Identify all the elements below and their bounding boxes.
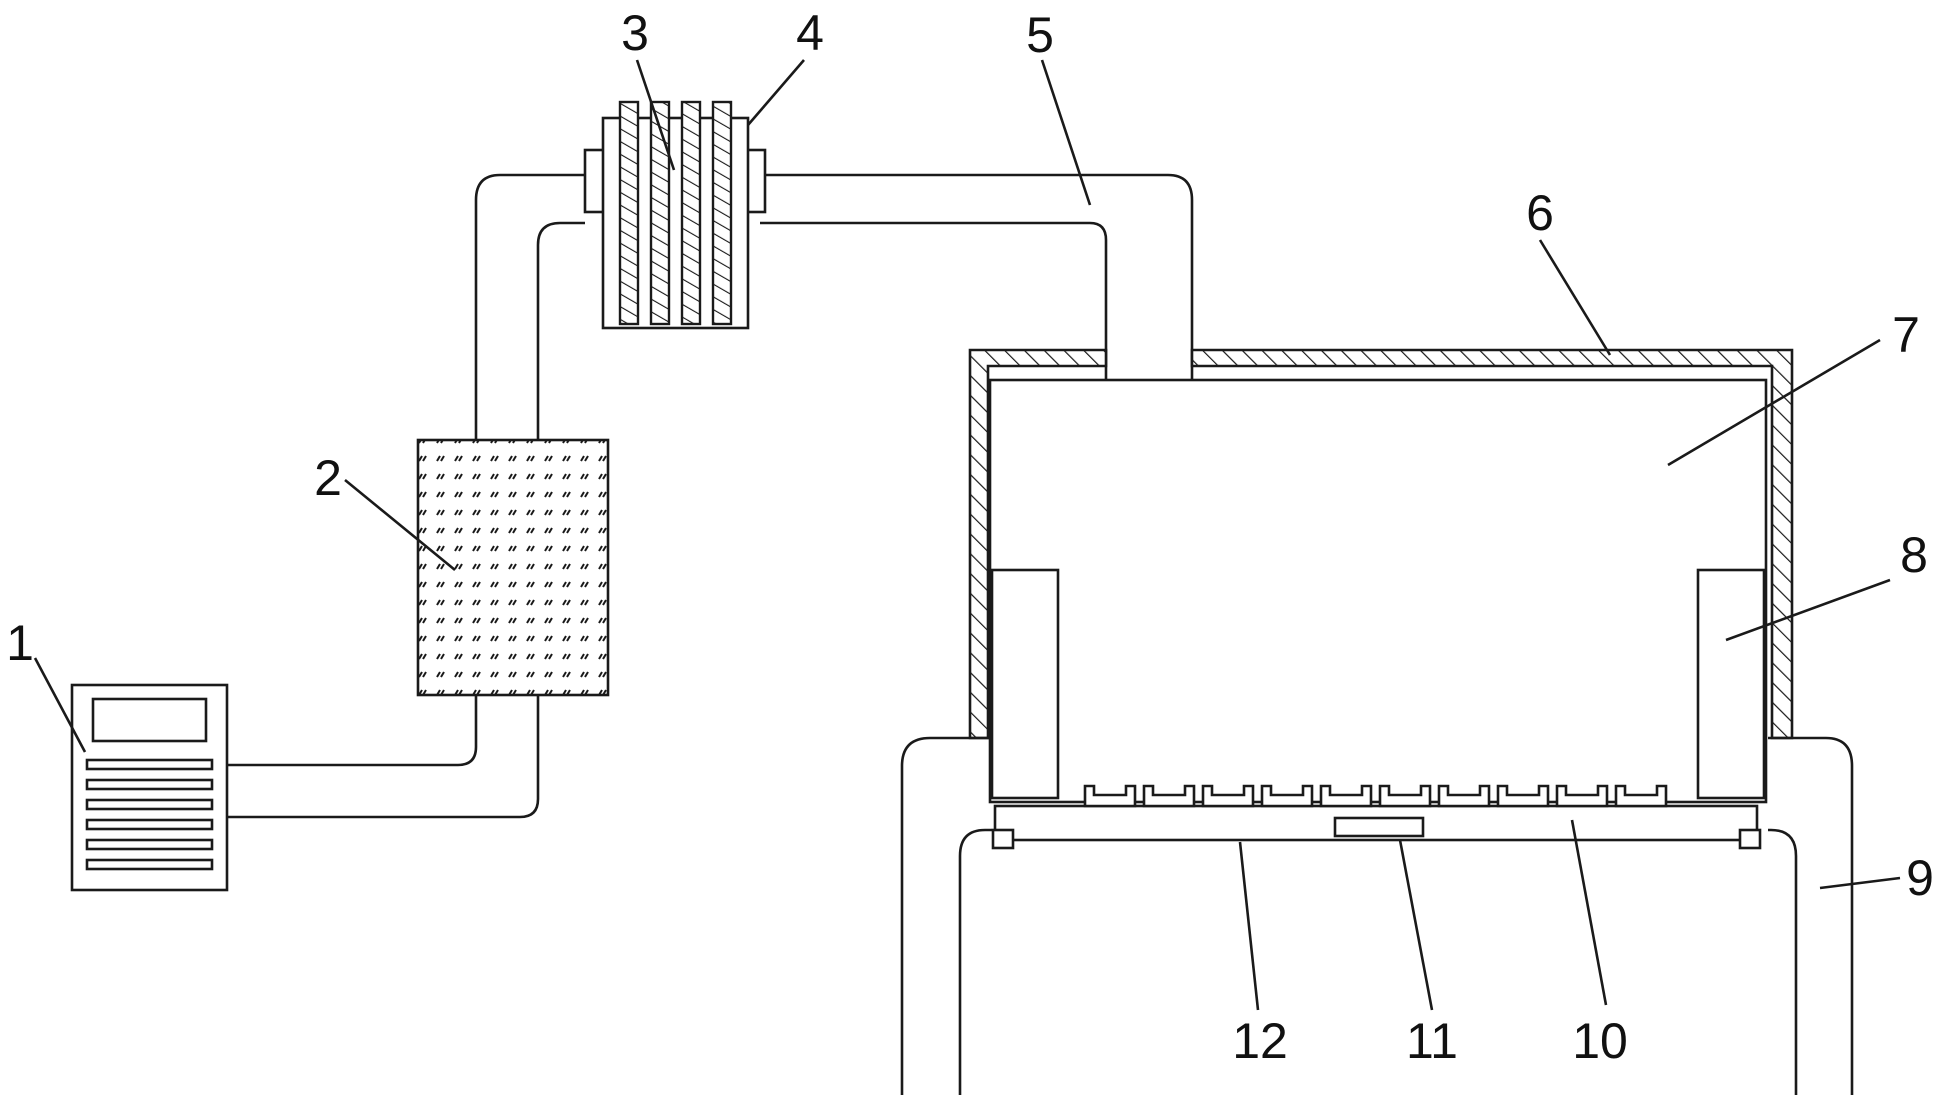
tray <box>1437 784 1491 808</box>
label-4: 4 <box>796 5 824 61</box>
small-plate <box>1333 816 1425 838</box>
tray <box>1319 784 1373 808</box>
tray <box>1260 784 1314 808</box>
tray <box>1555 784 1609 808</box>
number-labels: 1 2 3 4 5 6 7 8 9 10 11 12 <box>6 5 1934 1069</box>
inner-chamber <box>988 378 1768 804</box>
label-6: 6 <box>1526 185 1554 241</box>
tray <box>1142 784 1196 808</box>
label-12: 12 <box>1232 1013 1288 1069</box>
side-block-left <box>990 568 1060 800</box>
label-2: 2 <box>314 450 342 506</box>
filter-housing <box>583 100 767 330</box>
label-5: 5 <box>1026 7 1054 63</box>
dotted-box <box>416 438 610 697</box>
control-box <box>70 683 229 892</box>
leader-lines <box>33 59 1901 1011</box>
support-legs <box>900 736 1854 1095</box>
label-1: 1 <box>6 615 34 671</box>
pipe-1-to-2 <box>227 695 540 819</box>
tray-row <box>1083 784 1668 808</box>
label-3: 3 <box>621 5 649 61</box>
label-7: 7 <box>1892 307 1920 363</box>
base-plate <box>991 804 1762 850</box>
tray <box>1201 784 1255 808</box>
label-11: 11 <box>1406 1013 1458 1069</box>
label-10: 10 <box>1572 1013 1628 1069</box>
tray <box>1378 784 1432 808</box>
tray <box>1496 784 1550 808</box>
side-block-right <box>1696 568 1766 800</box>
tray <box>1083 784 1137 808</box>
pipe-5 <box>760 173 1194 380</box>
tray <box>1614 784 1668 808</box>
label-8: 8 <box>1900 527 1928 583</box>
outer-housing <box>968 348 1794 740</box>
pipe-2-to-3 <box>474 173 585 440</box>
label-9: 9 <box>1906 850 1934 906</box>
